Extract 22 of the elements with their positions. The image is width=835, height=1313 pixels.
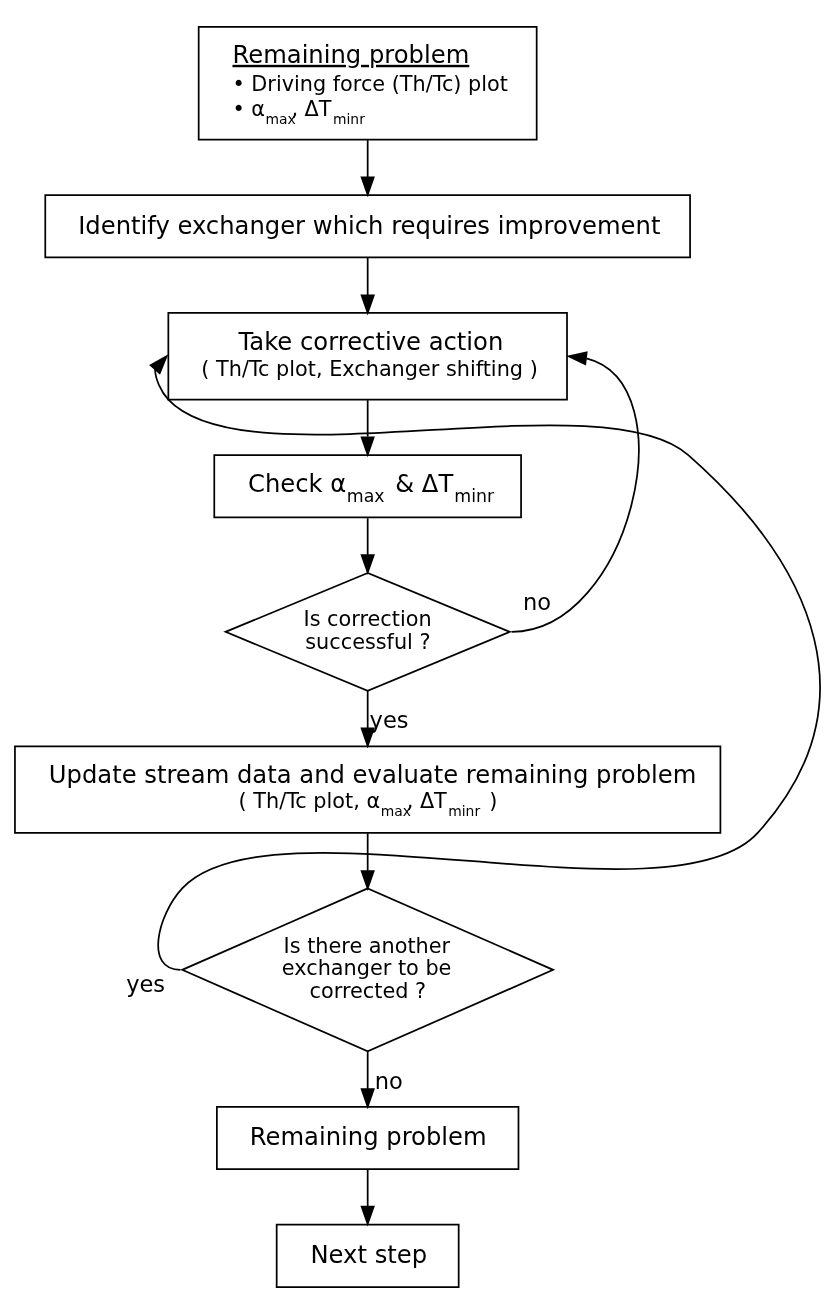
arrow [360,256,375,315]
arrow [360,1168,375,1226]
arrow [360,689,375,748]
arrow [360,138,375,197]
arrow [510,350,640,633]
edge-label: yes [126,970,166,997]
node-diamond: Is correction successful ? [223,571,513,692]
edge-label: yes [369,706,409,733]
node-box: Identify exchanger which requires improvement [44,193,691,258]
node-box: Check α$_{max}$ & ΔT$_{minr}$ [213,453,522,518]
node-box: Remaining problem [216,1105,520,1170]
arrow [149,353,821,971]
arrow [360,1050,375,1109]
edge-label: no [374,1067,403,1094]
node-box: Take corrective action ( Th/Tc plot, Exchanger shifting ) [167,311,568,400]
node-box: Next step [275,1223,460,1288]
arrow [360,516,375,575]
node-box: Remaining problem • Driving force (Th/Tc) plot • α$_{max}$, ΔT$_{minr}$ [197,25,538,140]
node-diamond: Is there another exchanger to be corrected ? [180,886,556,1052]
edge-label: no [522,588,552,615]
arrow [360,398,375,457]
arrow [360,831,375,891]
